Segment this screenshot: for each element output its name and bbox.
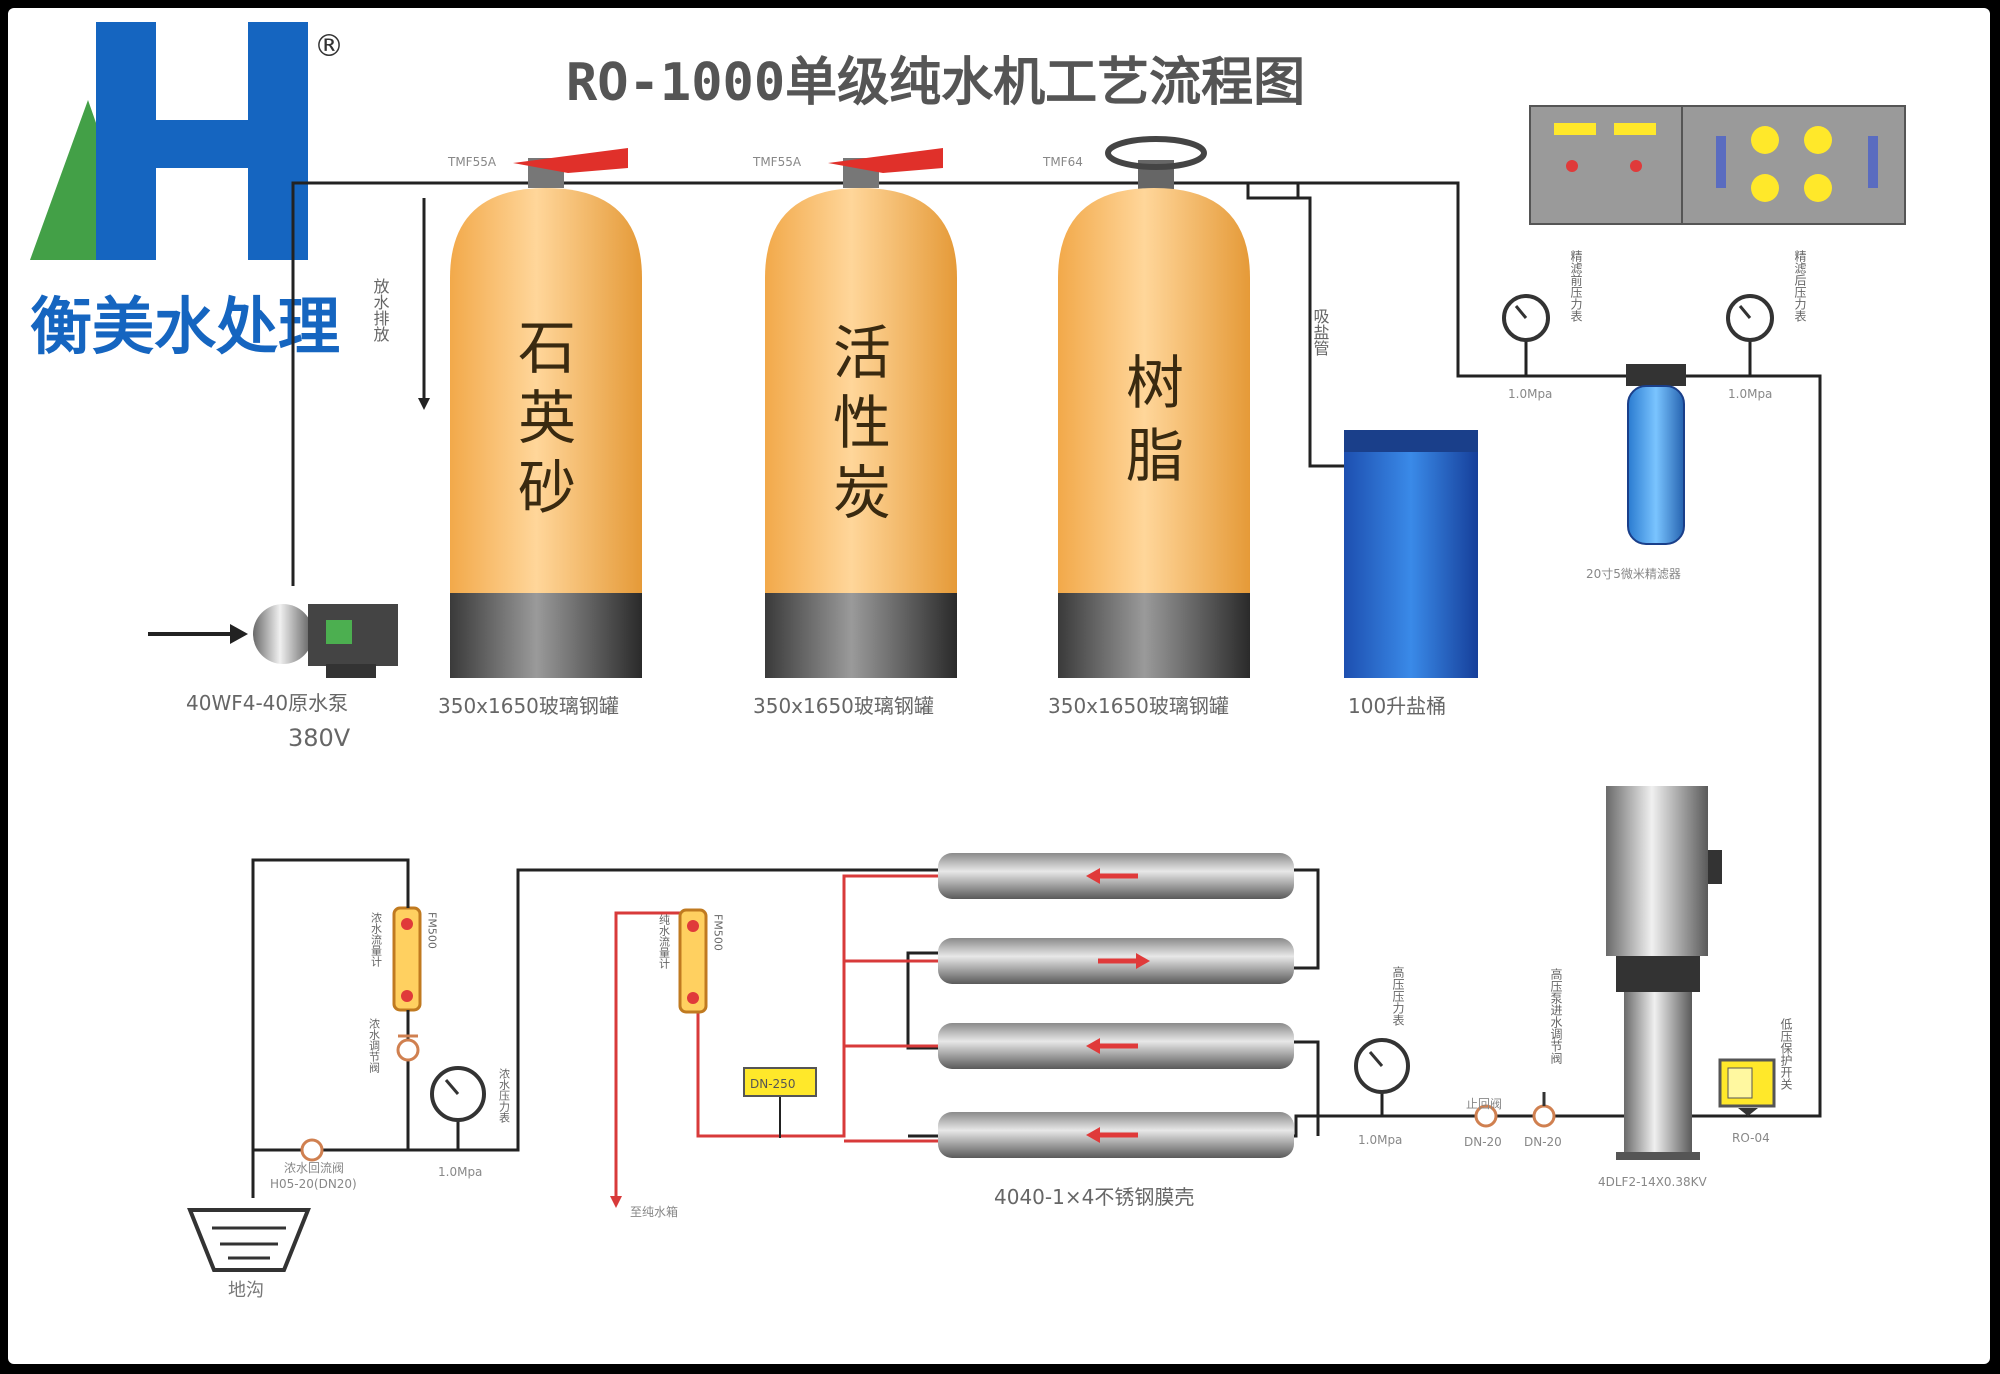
process-flow-diagram: ® 衡美水处理 RO-1000单级纯水机工艺流程图 放水排放 吸盐管 TMF55… [30, 22, 1906, 1301]
tank-quartz-sand: TMF55A 石 英 砂 350x1650玻璃钢罐 [438, 148, 642, 718]
tank-caption: 350x1650玻璃钢罐 [438, 694, 619, 718]
indicator-light-icon [1566, 160, 1578, 172]
registered-mark: ® [314, 29, 344, 64]
button-icon [1804, 126, 1832, 154]
pure-water-label: 至纯水箱 [630, 1204, 678, 1219]
diagram-frame: ® 衡美水处理 RO-1000单级纯水机工艺流程图 放水排放 吸盐管 TMF55… [8, 8, 1990, 1364]
concentrate-valve: 浓水调节阀 [368, 1018, 420, 1074]
conc-gauge-label: 浓水压力表 [498, 1068, 511, 1124]
tank-caption: 350x1650玻璃钢罐 [1048, 694, 1229, 718]
precision-filter-section: 精滤前压力表 1.0Mpa 精滤后压力表 1.0Mpa 20寸5微米精滤器 [1502, 250, 1807, 581]
membrane-caption: 4040-1×4不锈钢膜壳 [994, 1185, 1194, 1209]
valve-handle-icon [828, 148, 943, 173]
hp-gauge-value: 1.0Mpa [1358, 1133, 1402, 1147]
flow-arrow-icon [1086, 1038, 1100, 1054]
control-panel [1529, 105, 1906, 225]
conc-gauge-value: 1.0Mpa [438, 1165, 482, 1179]
tank-valve-label: TMF55A [752, 155, 802, 169]
filter-caption: 20寸5微米精滤器 [1586, 567, 1681, 581]
company-logo: ® 衡美水处理 [30, 22, 344, 363]
flow2-model: FM500 [426, 912, 439, 949]
tank-valve-label: TMF64 [1042, 155, 1083, 169]
gauge2-label: 精滤后压力表 [1793, 250, 1807, 322]
tank-char: 性 [833, 389, 891, 457]
valve-icon [396, 1038, 420, 1062]
hp-gauge-label: 高压压力表 [1391, 965, 1405, 1026]
flow-arrow-icon [1086, 868, 1100, 884]
brine-tank: 100升盐桶 [1344, 430, 1478, 718]
valve-icon [1474, 1104, 1498, 1128]
flow1-model: FM500 [712, 914, 725, 951]
tank-char: 炭 [833, 459, 891, 527]
switch-label: 低压保护开关 [1779, 1018, 1793, 1090]
valve1-top-label: 止回阀 [1466, 1097, 1502, 1111]
gauge2-value: 1.0Mpa [1728, 387, 1772, 401]
flow-arrow-icon [1136, 953, 1150, 969]
membrane-housings: 4040-1×4不锈钢膜壳 [408, 853, 1320, 1209]
low-pressure-switch: 低压保护开关 RO-04 [1718, 1018, 1793, 1145]
tank-valve-label: TMF55A [447, 155, 497, 169]
tank-char: 砂 [518, 454, 576, 522]
tank-resin: TMF64 树 脂 350x1650玻璃钢罐 [1042, 136, 1250, 718]
valve2-label: DN-20 [1524, 1135, 1562, 1149]
tank-char: 树 [1126, 349, 1184, 417]
valve-icon [1532, 1104, 1556, 1128]
valve1-label: DN-20 [1464, 1135, 1502, 1149]
valve2-label-vert: 高压泵进水调节阀 [1549, 967, 1563, 1065]
tank-char: 脂 [1126, 422, 1184, 490]
hp-pump-caption: 4DLF2-14X0.38KV [1598, 1175, 1708, 1189]
flow1-label: 纯水流量计 [658, 914, 671, 970]
raw-water-pump: 40WF4-40原水泵 380V [148, 604, 398, 752]
handwheel-icon [1105, 136, 1207, 170]
tank-char: 活 [833, 319, 891, 387]
switch-caption: RO-04 [1732, 1131, 1770, 1145]
drain-label: 放水排放 [371, 278, 390, 343]
tank-caption: 350x1650玻璃钢罐 [753, 694, 934, 718]
pump-caption: 40WF4-40原水泵 [186, 691, 348, 715]
gauge1-label: 精滤前压力表 [1569, 250, 1583, 322]
concentrate-gauge: 浓水压力表 1.0Mpa [430, 1066, 511, 1179]
indicator-light-icon [1630, 160, 1642, 172]
concentrate-flowmeter: 浓水流量计 FM500 [370, 906, 439, 1012]
dn-label: DN-250 [750, 1077, 795, 1091]
drain-pit-label: 地沟 [228, 1280, 264, 1301]
tank-char: 英 [518, 384, 576, 452]
inlet-regulating-valve: 高压泵进水调节阀 DN-20 [1524, 967, 1563, 1149]
permeate-flowmeter: 纯水流量计 FM500 [658, 908, 725, 1014]
hp-gauge: 高压压力表 1.0Mpa [1354, 965, 1410, 1147]
drain-pit: 地沟 [187, 1208, 311, 1301]
conc-valve-label: 浓水调节阀 [368, 1018, 381, 1074]
button-icon [1751, 174, 1779, 202]
diagram-title: RO-1000单级纯水机工艺流程图 [566, 53, 1305, 113]
valve-handle-icon [513, 148, 628, 173]
return-valve-model: H05-20(DN20) [270, 1177, 357, 1191]
dn-tag: DN-250 [743, 1067, 817, 1138]
check-valve: 止回阀 DN-20 [1464, 1097, 1502, 1149]
tank-activated-carbon: TMF55A 活 性 炭 350x1650玻璃钢罐 [752, 148, 957, 718]
brine-pipe-label: 吸盐管 [1311, 308, 1330, 356]
valve-icon [300, 1138, 324, 1162]
return-valve-label: 浓水回流阀 [284, 1161, 344, 1175]
tank-char: 石 [518, 314, 576, 382]
button-icon [1751, 126, 1779, 154]
return-valve: 浓水回流阀 H05-20(DN20) [270, 1138, 357, 1191]
brand-name: 衡美水处理 [30, 290, 340, 363]
high-pressure-pump: 4DLF2-14X0.38KV [1598, 786, 1722, 1189]
flow-arrow-icon [1086, 1127, 1100, 1143]
inlet-arrow-icon [230, 624, 248, 644]
flow2-label: 浓水流量计 [370, 912, 383, 968]
button-icon [1804, 174, 1832, 202]
brine-tank-caption: 100升盐桶 [1348, 694, 1446, 718]
pump-voltage: 380V [288, 724, 351, 752]
gauge1-value: 1.0Mpa [1508, 387, 1552, 401]
